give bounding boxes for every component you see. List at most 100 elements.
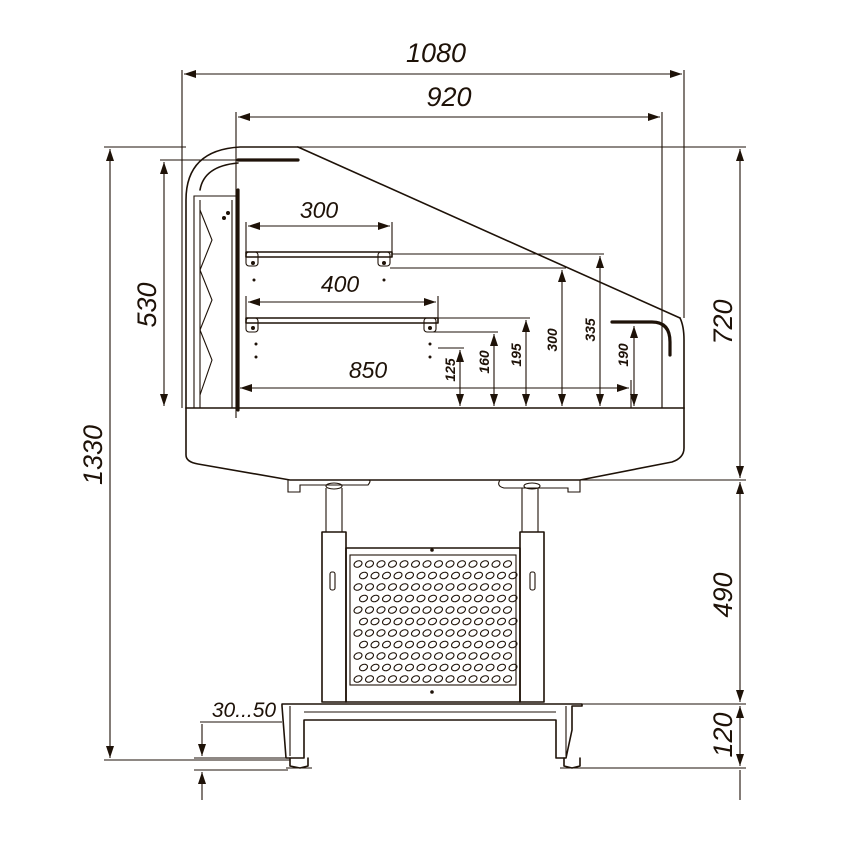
grille-hole	[422, 583, 432, 591]
grille-hole	[485, 663, 495, 672]
dim-base-width: 850	[240, 357, 632, 408]
grille-hole	[364, 675, 375, 683]
front-top-bend	[199, 162, 239, 191]
dim-total-height: 1330	[78, 146, 290, 761]
grille-hole	[358, 640, 369, 649]
grille-hole	[496, 663, 507, 672]
grille-hole	[376, 606, 386, 614]
grille-hole	[433, 629, 444, 637]
grille-hole	[353, 629, 363, 637]
grille-hole	[479, 652, 490, 660]
grille-hole	[479, 606, 490, 614]
rear-corner	[679, 317, 685, 409]
grille-hole	[376, 675, 386, 683]
grille-hole	[387, 629, 398, 637]
front-panel-inner	[199, 200, 233, 408]
grille-hole	[422, 629, 432, 637]
grille-hole	[445, 652, 455, 660]
dim-foot-height: 120	[580, 706, 746, 800]
grille-hole	[416, 663, 426, 672]
grille-hole	[473, 571, 484, 580]
grille-hole	[479, 560, 490, 568]
front-panel	[193, 195, 239, 408]
grille-hole	[353, 675, 363, 683]
grille-hole	[502, 606, 513, 614]
grille-hole	[491, 583, 501, 591]
grille-hole	[491, 629, 501, 637]
grille-hole	[416, 594, 426, 603]
lower-body	[185, 407, 685, 481]
label-middle-shelf: 400	[321, 271, 360, 297]
left-foot	[289, 757, 309, 769]
grille-hole	[353, 583, 363, 591]
grille-hole	[462, 663, 472, 672]
grille-hole	[456, 629, 467, 637]
right-foot	[563, 757, 581, 769]
grille-hole	[445, 560, 455, 568]
grille-hole	[410, 675, 421, 683]
grille-hole	[358, 571, 369, 580]
grille-hole	[364, 583, 375, 591]
dim-195: 195	[438, 317, 530, 406]
label-125: 125	[442, 358, 458, 382]
grille-hole	[445, 583, 455, 591]
grille-hole	[491, 652, 501, 660]
grille-hole	[462, 617, 472, 626]
grille-hole	[485, 617, 495, 626]
label-foot-height: 120	[708, 712, 738, 757]
label-glass-height: 530	[132, 282, 162, 327]
grille-hole	[404, 640, 415, 649]
grille-hole	[376, 583, 386, 591]
grille-hole	[433, 560, 444, 568]
grille-hole	[456, 583, 467, 591]
grille-hole	[370, 640, 380, 649]
grille-hole	[381, 617, 392, 626]
grille-hole	[427, 594, 438, 603]
grille-hole	[439, 617, 449, 626]
grille-hole	[353, 652, 363, 660]
grille-hole	[370, 663, 380, 672]
grille-hole	[370, 617, 380, 626]
grille-hole	[445, 675, 455, 683]
grille-hole	[462, 594, 472, 603]
grille-hole	[468, 606, 478, 614]
grille-hole	[370, 571, 380, 580]
grille-hole	[416, 617, 426, 626]
grille-hole	[508, 594, 518, 603]
grille-hole	[410, 652, 421, 660]
grille-hole	[439, 571, 449, 580]
grille-hole	[450, 594, 461, 603]
label-base-width: 850	[349, 357, 388, 383]
dim-glass-height: 530	[132, 159, 238, 406]
grille-hole	[485, 594, 495, 603]
middle-shelf	[245, 317, 439, 359]
grille-hole	[462, 640, 472, 649]
grille-hole	[399, 675, 409, 683]
dim-160: 160	[432, 331, 498, 406]
grille-frame	[345, 547, 521, 703]
grille-hole	[496, 571, 507, 580]
grille-hole	[473, 594, 484, 603]
grille-hole	[376, 652, 386, 660]
label-stand-height: 490	[708, 572, 738, 617]
grille-hole	[491, 606, 501, 614]
grille-hole	[410, 583, 421, 591]
grille-hole	[473, 617, 484, 626]
grille-hole	[502, 629, 513, 637]
grille-hole	[439, 663, 449, 672]
grille-hole	[450, 640, 461, 649]
grille-hole	[404, 663, 415, 672]
grille-hole	[468, 629, 478, 637]
grille-hole	[439, 640, 449, 649]
label-foot-adjust: 30...50	[212, 699, 277, 722]
grille-hole	[502, 652, 513, 660]
grille-hole	[422, 560, 432, 568]
right-column	[519, 531, 545, 703]
grille-hole	[462, 571, 472, 580]
grille-hole	[404, 617, 415, 626]
grille-hole	[376, 560, 386, 568]
grille-hole	[502, 560, 513, 568]
grille-hole	[508, 640, 518, 649]
grille-hole	[468, 652, 478, 660]
grille-hole	[450, 663, 461, 672]
